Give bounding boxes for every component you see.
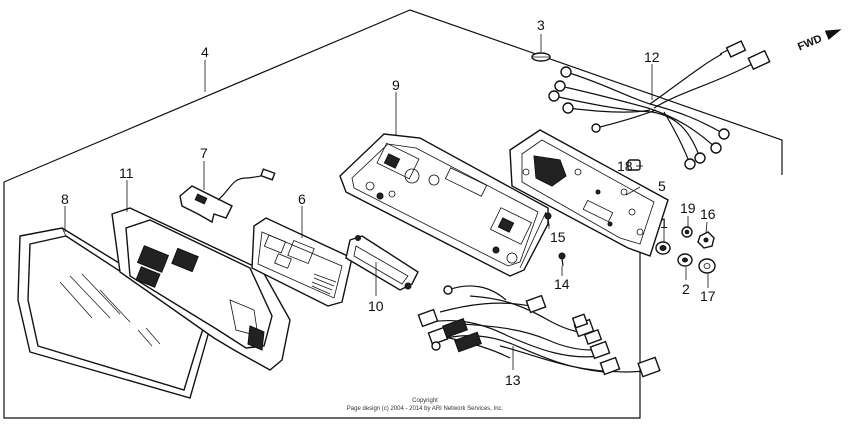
part-lower-wire-harness[interactable] <box>417 285 661 378</box>
copyright-notice: Copyright Page design (c) 2004 - 2014 by… <box>347 398 504 412</box>
part-cushion[interactable] <box>627 159 641 171</box>
callout-7: 7 <box>200 145 208 161</box>
part-bulb[interactable] <box>531 52 551 62</box>
part-nut-16[interactable] <box>697 231 715 249</box>
callout-3: 3 <box>537 17 545 33</box>
fwd-label: FWD <box>796 33 824 54</box>
callout-18: 18 <box>617 158 633 174</box>
part-meter-lens[interactable] <box>17 227 213 399</box>
part-printed-circuit-board[interactable] <box>509 129 669 257</box>
callout-6: 6 <box>298 191 306 207</box>
callout-12: 12 <box>644 49 660 65</box>
part-cap-nut[interactable] <box>698 258 716 274</box>
part-washer[interactable] <box>681 226 693 238</box>
part-meter-visor[interactable] <box>111 207 291 371</box>
part-screw-15[interactable] <box>544 212 552 227</box>
callout-2: 2 <box>682 281 690 297</box>
copyright-line-1: Copyright <box>412 398 438 404</box>
callout-8: 8 <box>61 191 69 207</box>
callout-13: 13 <box>505 372 521 388</box>
callout-4: 4 <box>201 44 209 60</box>
part-screw-14[interactable] <box>558 252 566 267</box>
callout-15: 15 <box>550 229 566 245</box>
part-bracket[interactable] <box>345 235 419 291</box>
callout-10: 10 <box>368 298 384 314</box>
copyright-line-2: Page design (c) 2004 - 2014 by ARI Netwo… <box>347 406 504 412</box>
callout-9: 9 <box>392 77 400 93</box>
callout-labels: 1 2 3 4 5 6 7 8 9 10 11 12 13 14 15 16 1… <box>61 17 716 388</box>
leader-lines <box>64 34 709 370</box>
forward-direction-indicator: FWD <box>796 29 842 54</box>
callout-14: 14 <box>554 276 570 292</box>
callout-17: 17 <box>700 288 716 304</box>
callout-16: 16 <box>700 206 716 222</box>
arrow-icon <box>824 29 842 40</box>
callout-11: 11 <box>119 165 134 181</box>
part-nut[interactable] <box>677 253 693 267</box>
callout-5: 5 <box>658 178 666 194</box>
part-upper-wire-harness[interactable] <box>548 40 771 170</box>
part-sensor[interactable] <box>179 168 276 224</box>
callout-19: 19 <box>680 200 696 216</box>
callout-1: 1 <box>660 215 668 231</box>
part-grommet[interactable] <box>655 241 671 255</box>
